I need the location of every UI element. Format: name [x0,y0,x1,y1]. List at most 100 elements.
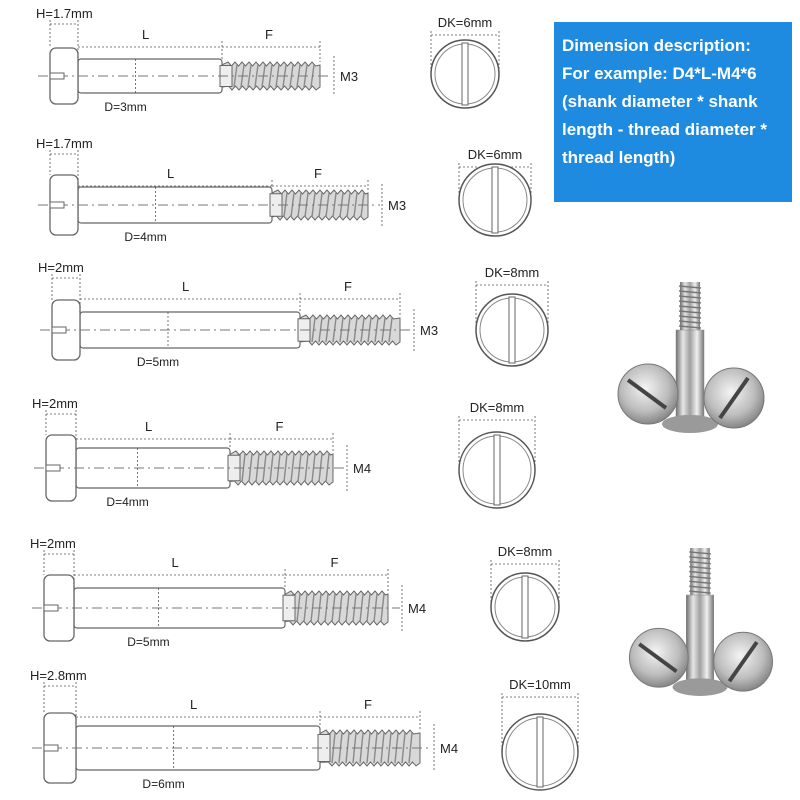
head-top-view: DK=6mm [430,15,500,109]
f-label: F [314,166,322,181]
screw-drawing [34,434,345,502]
photo-thread-ridge [689,560,711,565]
photo-screw-top [617,282,765,433]
head-top-view: DK=8mm [458,400,536,509]
photo-right-slot [718,376,750,420]
thread-line [283,453,288,483]
l-label: L [145,419,152,434]
m-label: M3 [420,323,438,338]
head-slot [521,575,529,639]
dimension-lines [51,274,415,351]
f-label: F [276,419,284,434]
slot [49,72,65,80]
photo-right-slot [727,640,759,683]
f-label: F [331,555,339,570]
photo-thread-ridge [689,570,711,575]
thread-line [311,453,316,483]
photo-screw-bottom [628,548,774,696]
thread-line [374,317,379,343]
thread-line [303,593,308,623]
head-top-view: DK=6mm [458,147,532,237]
dk-label: DK=8mm [470,400,525,415]
h-label: H=1.7mm [36,136,93,151]
thread-line [366,732,371,764]
photo-thread-ridge [678,320,702,324]
f-label: F [265,27,273,42]
m-label: M3 [388,198,406,213]
slot [43,604,59,612]
photo-base-head [662,415,718,433]
l-label: L [182,279,189,294]
thread-line [268,64,273,88]
photo-thread-ridge [689,590,711,594]
info-line-2: (shank diameter * shank [562,92,758,111]
photo-thread-ridge [689,556,711,560]
dk-label: DK=6mm [468,147,523,162]
screw-drawing [38,47,332,105]
head-slot [461,42,469,106]
d-label: D=4mm [106,495,148,509]
photo-thread [678,282,702,330]
photo-thread-ridge [678,325,702,329]
thread-line [289,64,294,88]
thread-line [353,192,358,218]
photo-thread-ridge [689,580,711,585]
photo-left-slot [626,378,668,410]
head-slot [491,166,499,234]
thread-line [380,732,385,764]
thread-line [311,317,316,343]
d-label: D=5mm [137,355,179,369]
dimension-lines [43,682,435,772]
photo-thread-ridge [678,305,702,309]
d-label: D=5mm [127,635,169,649]
l-label: L [142,27,149,42]
photo-thread-ridge [689,575,711,580]
dimension-lines [43,550,403,631]
d-label: D=3mm [104,100,146,114]
head-top-view: DK=10mm [501,677,579,791]
head-top-view: DK=8mm [475,265,549,367]
screw-drawing [32,712,432,784]
screw-photos [617,282,774,696]
thread-line [262,453,267,483]
photo-base-head [672,678,728,696]
info-line-3: length - thread diameter * [562,120,767,139]
photo-thread [689,548,711,596]
dk-label: DK=8mm [485,265,540,280]
thread-line [304,453,309,483]
thread-line [325,453,330,483]
slot [49,201,65,209]
head-slot [508,296,516,364]
dimension-lines [45,410,348,491]
photo-left-slot [638,642,678,674]
dk-label: DK=6mm [438,15,493,30]
thread-line [387,732,392,764]
slot [51,326,67,334]
l-label: L [172,555,179,570]
thread-line [248,453,253,483]
d-label: D=4mm [124,230,166,244]
thread-line [388,317,393,343]
slot [45,464,61,472]
thread-line [269,453,274,483]
slot [43,744,59,752]
h-label: H=2mm [32,396,78,411]
photo-thread-ridge [678,315,702,319]
thread-line [275,64,280,88]
photo-thread-ridge [689,551,711,555]
dimension-lines [49,20,335,96]
photo-thread-ridge [678,310,702,314]
h-label: H=2mm [30,536,76,551]
d-label: D=6mm [142,777,184,791]
thread-line [366,593,371,623]
h-label: H=2mm [38,260,84,275]
dimension-lines [49,150,383,226]
photo-thread-ridge [678,295,702,299]
thread-line [247,64,252,88]
